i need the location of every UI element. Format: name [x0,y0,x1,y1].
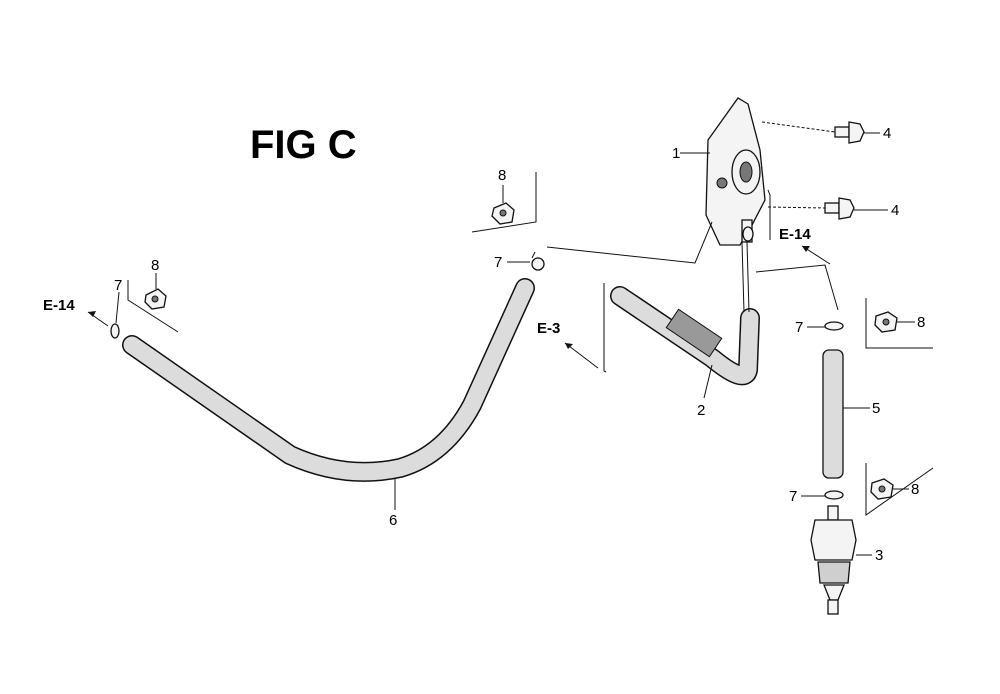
svg-text:E-3: E-3 [537,320,560,337]
hose-clip-7-pump [742,226,754,242]
ref-e14-left: E-14 [43,297,109,327]
callout-8-top: 8 [498,167,506,184]
fuel-hose-2 [610,286,760,386]
figure-title: FIG C [250,123,357,167]
ref-e3: E-3 [537,320,599,369]
hose-clip-7-top [531,251,545,271]
callout-7-top: 7 [494,254,502,271]
leader-clip-to-pump [546,221,713,264]
screw-4-upper [761,121,865,144]
hose-clip-7-mid [824,321,844,331]
clamp-8-right-lower [870,478,894,500]
callout-8-right-upper: 8 [917,314,925,331]
fuel-filter-3 [810,505,857,615]
callout-7-low: 7 [789,488,797,505]
clamp-8-right-upper [874,311,898,333]
fuel-pump-1 [705,97,766,313]
callout-3: 3 [875,547,883,564]
callout-2: 2 [697,402,705,419]
fuel-hose-5 [822,349,844,479]
svg-text:E-14: E-14 [779,226,811,243]
ref-e14-right: E-14 [779,226,831,265]
callout-4-upper: 4 [883,125,891,142]
hose-clip-7-low [824,490,844,500]
callout-7-left: 7 [114,277,122,294]
screw-4-lower [767,197,855,220]
clamp-8-top [491,202,515,225]
leader-e14-to-clip [755,264,839,311]
callout-6: 6 [389,512,397,529]
svg-text:E-14: E-14 [43,297,75,314]
fuel-hose-6 [122,278,535,482]
callout-5: 5 [872,400,880,417]
callout-4-lower: 4 [891,202,899,219]
clamp-8-left [144,288,167,310]
leader-e3-bracket [603,283,607,373]
callout-1: 1 [672,145,680,162]
callout-8-left: 8 [151,257,159,274]
callout-7-mid: 7 [795,319,803,336]
hose-clip-7-left [110,323,120,339]
callout-8-right-lower: 8 [911,481,919,498]
leader-screw-bracket [767,189,771,240]
